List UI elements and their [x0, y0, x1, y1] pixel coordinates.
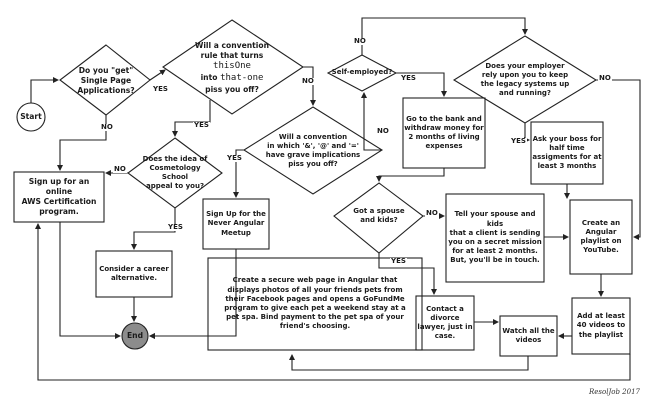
convention-b-decision: Will a convention in which '&', '@' and … — [265, 132, 361, 169]
cosmetology-decision: Does the idea of Cosmetology School appe… — [142, 154, 208, 191]
convention-a-into: into — [200, 73, 218, 82]
add-videos-box: Add at least 40 videos to the playlist — [576, 312, 626, 339]
cosmetology-no-label: NO — [113, 165, 127, 173]
convention-a-no-label: NO — [301, 77, 315, 85]
tell-spouse-box: Tell your spouse and kids that a client … — [448, 210, 542, 265]
convention-a-line1: Will a convention rule that turns — [194, 41, 270, 61]
never-angular-box: Sign Up for the Never Angular Meetup — [206, 210, 266, 237]
legacy-yes-label: YES — [510, 137, 527, 145]
boss-box: Ask your boss for half time assigments f… — [532, 134, 602, 171]
convention-a-code-this: thisOne — [213, 61, 251, 72]
spouse-decision: Got a spouse and kids? — [353, 206, 405, 224]
spouse-yes-label: YES — [390, 257, 407, 265]
secure-page-box-shape — [207, 257, 423, 351]
self-employed-decision: Self-employed? — [331, 68, 393, 77]
tell-spouse-box-shape — [445, 193, 545, 283]
start-node: Start — [20, 111, 42, 121]
legacy-decision: Does your employer rely upon you to keep… — [480, 61, 570, 98]
convention-a-yes-label: YES — [193, 121, 210, 129]
spa-yes-label: YES — [152, 85, 169, 93]
spa-no-label: NO — [100, 123, 114, 131]
author-signature: ResolJob 2017 — [589, 388, 640, 396]
aws-box-shape — [13, 171, 105, 223]
aws-box: Sign up for an online AWS Certification … — [21, 176, 97, 217]
convention-b-yes-label: YES — [226, 154, 243, 162]
secure-page-box: Create a secure web page in Angular that… — [224, 276, 406, 331]
convention-a-decision: Will a convention rule that turns thisOn… — [180, 36, 284, 100]
convention-a-code-that: that-one — [220, 73, 264, 83]
spa-decision: Do you "get" Single Page Applications? — [77, 65, 135, 95]
convention-a-decision-shape — [162, 19, 304, 115]
legacy-no-label: NO — [598, 74, 612, 82]
self-employed-decision-shape — [326, 54, 398, 92]
convention-b-decision-shape — [242, 106, 384, 195]
divorce-box-shape — [415, 295, 475, 351]
convention-a-end: piss you off? — [205, 84, 259, 94]
playlist-box: Create an Angular playlist on YouTube. — [580, 218, 622, 255]
career-box: Consider a career alternative. — [99, 264, 169, 282]
bank-box: Go to the bank and withdraw money for 2 … — [404, 114, 484, 151]
self-employed-no-label: NO — [353, 37, 367, 45]
cosmetology-yes-label: YES — [167, 223, 184, 231]
convention-b-no-label: NO — [376, 127, 390, 135]
end-node-shape — [121, 322, 149, 350]
add-videos-box-shape — [571, 297, 631, 355]
divorce-box: Contact a divorce lawyer, just in case. — [417, 304, 473, 341]
self-employed-yes-label: YES — [400, 74, 417, 82]
end-node: End — [126, 330, 144, 340]
spouse-no-label: NO — [425, 209, 439, 217]
watch-box: Watch all the videos — [502, 326, 555, 344]
